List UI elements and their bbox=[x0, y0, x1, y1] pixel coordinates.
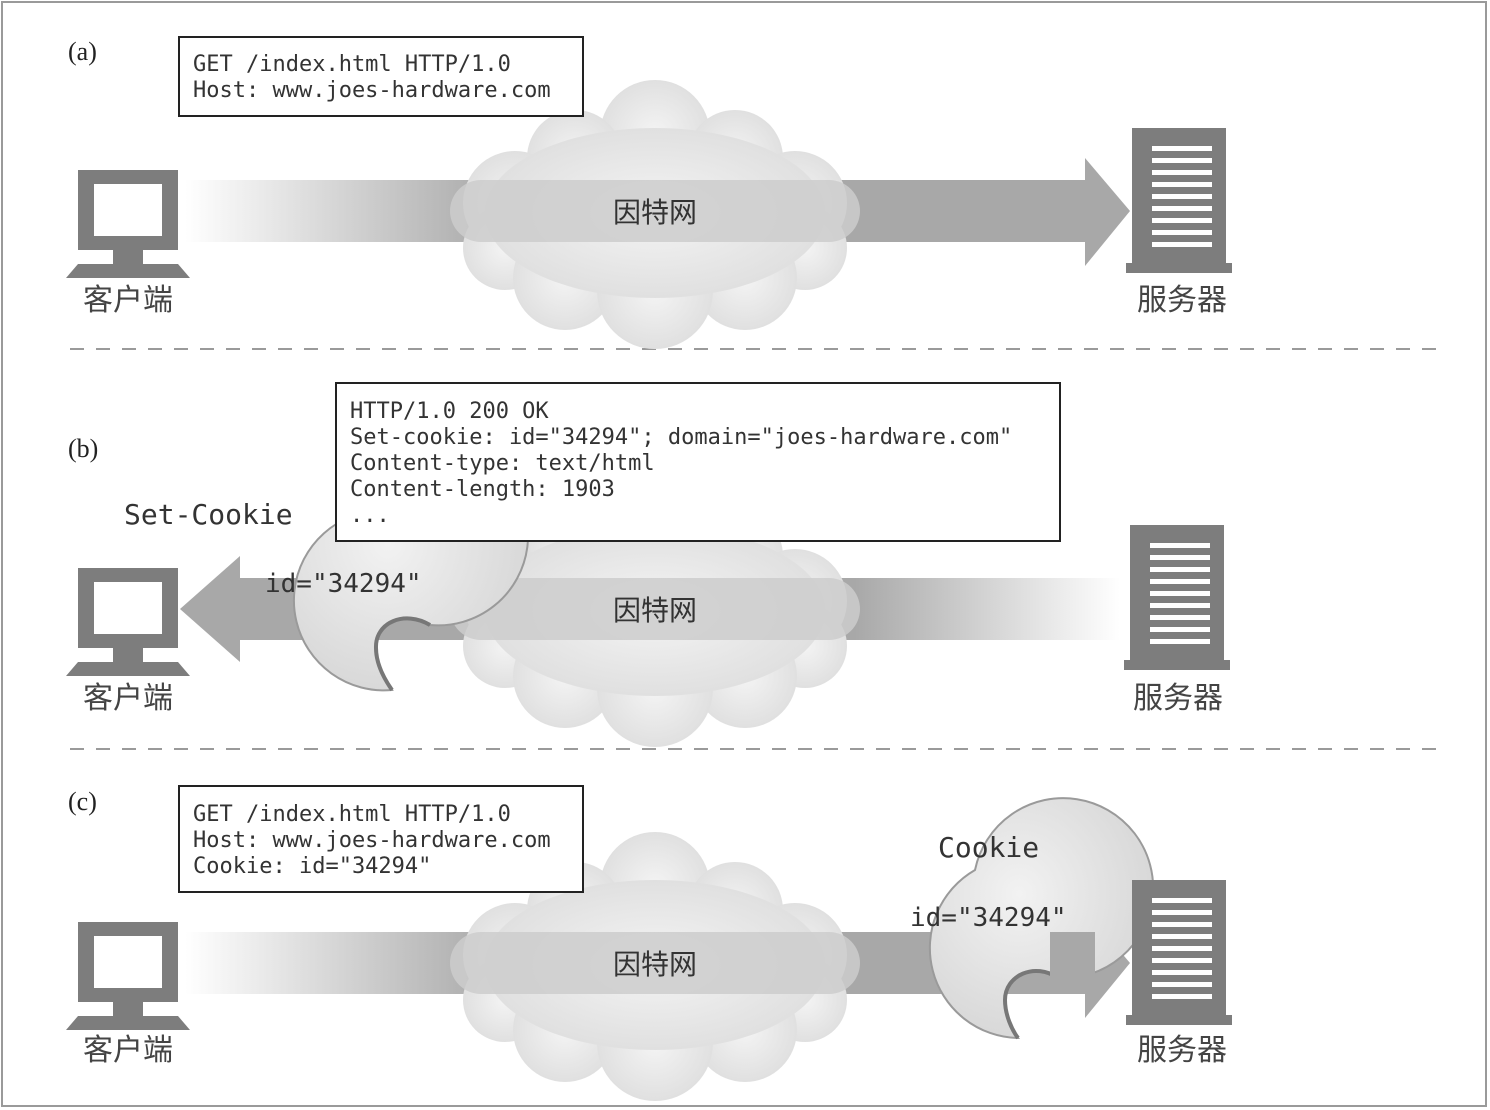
panel-a-client-label: 客户端 bbox=[83, 283, 173, 318]
panel-c-client-label: 客户端 bbox=[83, 1033, 173, 1068]
panel-c-client-icon bbox=[66, 922, 190, 1030]
panel-b-cookie-title: Set-Cookie bbox=[124, 498, 293, 531]
response-line-4: Content-length: 1903 bbox=[350, 477, 615, 502]
panel-c-request-box bbox=[178, 785, 584, 893]
panel-b-response-text: HTTP/1.0 200 OK Set-cookie: id="34294"; … bbox=[350, 399, 1026, 528]
panel-a-request-box bbox=[178, 36, 584, 117]
panel-a-request-text: GET /index.html HTTP/1.0 Host: www.joes-… bbox=[193, 52, 551, 103]
request-c-line-1: GET /index.html HTTP/1.0 bbox=[193, 802, 511, 827]
response-line-1: HTTP/1.0 200 OK bbox=[350, 399, 549, 424]
panel-c-cookie-title: Cookie bbox=[938, 831, 1039, 864]
panel-c-server-label: 服务器 bbox=[1137, 1033, 1227, 1068]
panel-c-internet-label: 因特网 bbox=[613, 948, 697, 981]
panel-b-internet-label: 因特网 bbox=[613, 594, 697, 627]
panel-c-label: (c) bbox=[68, 787, 97, 816]
response-line-3: Content-type: text/html bbox=[350, 451, 655, 476]
panel-a-server-icon bbox=[1126, 128, 1232, 273]
response-line-2: Set-cookie: id="34294"; domain="joes-har… bbox=[350, 425, 1012, 450]
request-line-2: Host: www.joes-hardware.com bbox=[193, 78, 551, 103]
panel-b-server-label: 服务器 bbox=[1133, 681, 1223, 716]
panel-b-response-box bbox=[335, 382, 1061, 542]
panel-b-client-label: 客户端 bbox=[83, 681, 173, 716]
panel-c-request-text: GET /index.html HTTP/1.0 Host: www.joes-… bbox=[193, 802, 564, 879]
panel-a-label: (a) bbox=[68, 37, 97, 66]
panel-b: (b) 因特网 Set-Cookie id="34294" HTTP/1.0 2… bbox=[66, 382, 1230, 747]
request-c-line-3: Cookie: id="34294" bbox=[193, 854, 431, 879]
request-line-1: GET /index.html HTTP/1.0 bbox=[193, 52, 511, 77]
response-line-5: ... bbox=[350, 503, 390, 528]
panel-c-server-icon bbox=[1126, 880, 1232, 1025]
panel-b-server-icon bbox=[1124, 525, 1230, 670]
panel-c: (c) 因特网 Cookie id="34294" GET /index.htm… bbox=[66, 785, 1232, 1101]
panel-a-internet-label: 因特网 bbox=[613, 196, 697, 229]
panel-b-client-icon bbox=[66, 568, 190, 676]
panel-a: (a) 因特网 GET /index.html HTTP/1.0 Host: w… bbox=[66, 36, 1232, 349]
panel-c-cookie-value: id="34294" bbox=[910, 903, 1067, 933]
panel-a-server-label: 服务器 bbox=[1137, 283, 1227, 318]
request-c-line-2: Host: www.joes-hardware.com bbox=[193, 828, 551, 853]
panel-b-label: (b) bbox=[68, 434, 98, 463]
panel-a-client-icon bbox=[66, 170, 190, 278]
panel-b-cookie-value: id="34294" bbox=[265, 569, 422, 599]
